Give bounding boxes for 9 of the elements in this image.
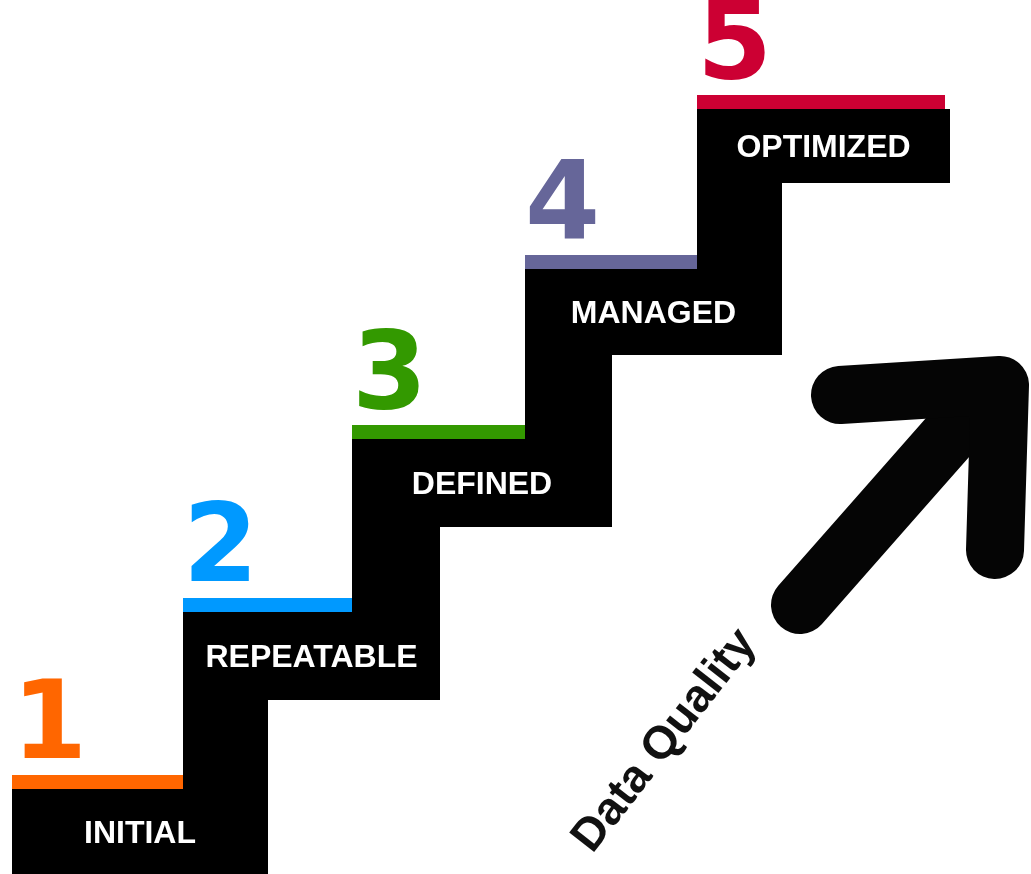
step-number: 2 bbox=[183, 490, 259, 598]
step-number: 3 bbox=[352, 317, 428, 425]
step-label: OPTIMIZED bbox=[735, 128, 912, 165]
step-label: MANAGED bbox=[569, 294, 738, 331]
step-number: 1 bbox=[12, 667, 88, 775]
step-label: DEFINED bbox=[410, 465, 554, 502]
step-number: 4 bbox=[525, 147, 601, 255]
step-label: REPEATABLE bbox=[204, 638, 419, 675]
step-label: INITIAL bbox=[83, 813, 197, 851]
